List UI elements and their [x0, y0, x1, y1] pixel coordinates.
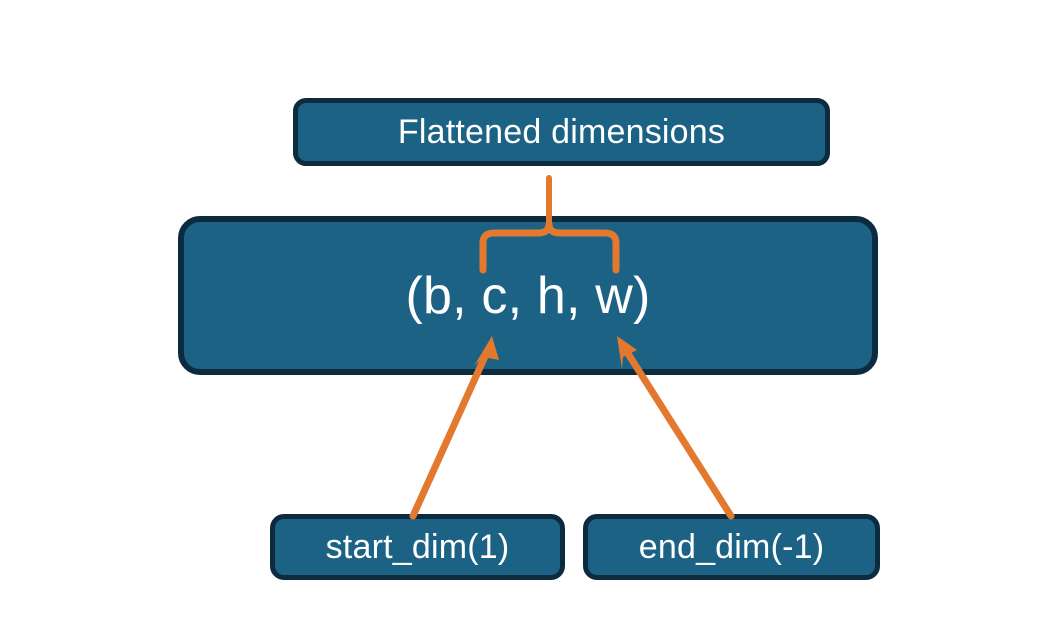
start-dim-label: start_dim(1)	[325, 527, 510, 566]
end-dim-label: end_dim(-1)	[638, 527, 825, 566]
flattened-dimensions-label: Flattened dimensions	[397, 112, 726, 151]
tensor-shape-label: (b, c, h, w)	[405, 266, 651, 325]
flattened-dimensions-box: Flattened dimensions	[293, 98, 830, 166]
start-dim-box: start_dim(1)	[270, 514, 565, 580]
tensor-shape-box: (b, c, h, w)	[178, 216, 878, 375]
end-dim-box: end_dim(-1)	[583, 514, 880, 580]
